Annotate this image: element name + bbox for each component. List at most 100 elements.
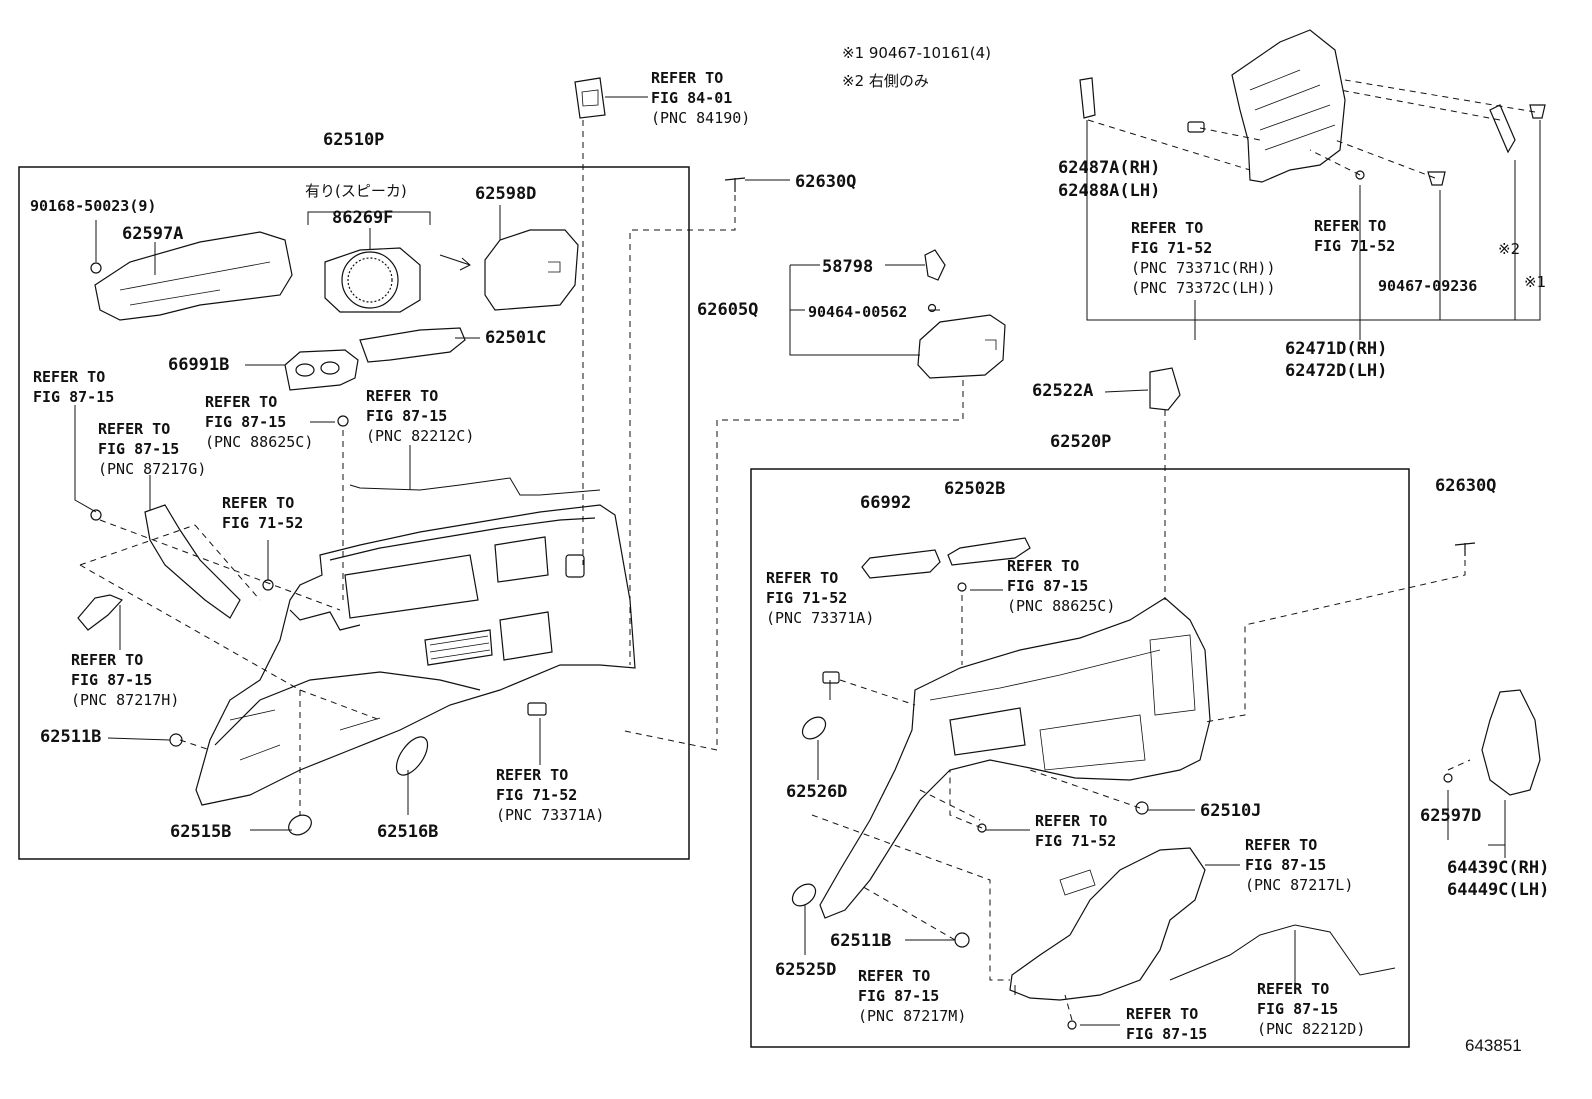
part-62502b-garnish — [948, 538, 1030, 565]
clip-71-52-top — [1356, 171, 1364, 179]
part-label-62471d: 62471D(RH) — [1285, 339, 1388, 359]
part-label-90464: 90464-00562 — [808, 303, 908, 321]
part-label-62597a: 62597A — [122, 224, 184, 244]
harness-82212c — [350, 478, 600, 495]
part-label-66992: 66992 — [860, 493, 912, 513]
part-label-62516b: 62516B — [377, 822, 439, 842]
trim-lower-contour — [215, 672, 480, 745]
leader-62471d — [1087, 120, 1540, 320]
quarter-trim-panel-left — [196, 505, 635, 805]
assembly-frame-right — [751, 469, 1409, 1047]
clip-90467-10161 — [1530, 105, 1545, 118]
part-58798-hinge — [925, 250, 945, 280]
part-62522a-bracket — [1150, 368, 1180, 410]
assembly-label-left: 62510P — [323, 130, 385, 150]
trim-upper-edge — [330, 518, 595, 560]
note-speaker-option: 有り(スピーカ) — [305, 182, 407, 200]
part-label-90467: 90467-09236 — [1378, 277, 1478, 295]
part-label-64439c: 64439C(RH) — [1447, 858, 1550, 878]
note-rh-only: ※2 右側のみ — [842, 72, 929, 90]
trim-right-window — [950, 708, 1025, 755]
install-arrow — [440, 255, 470, 270]
part-62471d-panel — [1232, 30, 1345, 182]
assembly-frame-left — [19, 167, 689, 859]
part-label-62525d: 62525D — [775, 960, 837, 980]
part-label-62502b: 62502B — [944, 479, 1006, 499]
part-label-62501c: 62501C — [485, 328, 547, 348]
clip-88625c-left — [338, 416, 348, 426]
part-66992-cupholder — [862, 550, 940, 578]
part-label-62630q-a: 62630Q — [795, 172, 857, 192]
part-label-62472d: 62472D(LH) — [1285, 361, 1388, 381]
figure-number: 643851 — [1465, 1036, 1522, 1055]
part-62526d-vent — [798, 713, 829, 744]
part-62501c-garnish — [360, 328, 465, 362]
quarter-trim-panel-right — [820, 598, 1210, 918]
trim-pocket — [500, 612, 552, 660]
part-label-62515b: 62515B — [170, 822, 232, 842]
trim-inner-opening — [495, 537, 548, 582]
part-label-62526d: 62526D — [786, 782, 848, 802]
part-62598d-cover — [485, 230, 578, 310]
part-label-62488a: 62488A(LH) — [1058, 181, 1161, 201]
assembly-label-right: 62520P — [1050, 432, 1112, 452]
note-fastener-qty: ※1 90467-10161(4) — [842, 44, 991, 62]
part-62471d-bracket — [1490, 105, 1515, 152]
part-label-90168: 90168-50023(9) — [30, 197, 157, 215]
clip-88625c-right — [958, 583, 966, 591]
clip-73371a-right — [823, 672, 839, 683]
clip-71-52-right — [978, 824, 986, 832]
mark-1: ※1 — [1524, 273, 1547, 291]
part-label-64449c: 64449C(LH) — [1447, 880, 1550, 900]
trim-window-opening — [345, 555, 478, 618]
fastener-62510j — [1136, 802, 1148, 814]
part-86269f-speaker-grille — [325, 248, 420, 312]
part-label-62511b-b: 62511B — [830, 931, 892, 951]
clip-73371c — [1188, 122, 1204, 132]
part-66991b-cupholder — [285, 350, 358, 390]
part-64439c-bracket — [1482, 690, 1540, 795]
part-62515b-vent — [285, 811, 315, 839]
part-62516b-vent — [390, 732, 433, 781]
part-label-62598d: 62598D — [475, 184, 537, 204]
part-label-86269f: 86269F — [332, 208, 394, 228]
harness-82212d — [1170, 925, 1395, 980]
part-62597a-garnish — [95, 232, 292, 320]
part-label-62511b-a: 62511B — [40, 727, 102, 747]
clip-90467-09236 — [1428, 172, 1445, 185]
trim-left-flange — [290, 610, 360, 630]
screw-87-15-right — [1068, 1021, 1076, 1029]
part-62630q-clip-a — [725, 178, 745, 192]
part-62525d-vent — [788, 880, 819, 911]
part-62630q-clip-b — [1455, 543, 1475, 556]
fastener-62511b-right — [955, 933, 969, 947]
part-62605q-cover — [918, 315, 1005, 378]
part-label-58798: 58798 — [822, 257, 874, 277]
trim-vent-grille — [425, 630, 492, 665]
screw-90464 — [929, 305, 936, 312]
part-label-62597d: 62597D — [1420, 806, 1482, 826]
mark-2: ※2 — [1498, 240, 1521, 258]
part-62487a-trim — [1080, 78, 1095, 118]
part-label-62605q: 62605Q — [697, 300, 759, 320]
screw-87-15 — [91, 510, 101, 520]
part-label-62630q-b: 62630Q — [1435, 476, 1497, 496]
duct-87217l-m — [1010, 848, 1205, 1000]
